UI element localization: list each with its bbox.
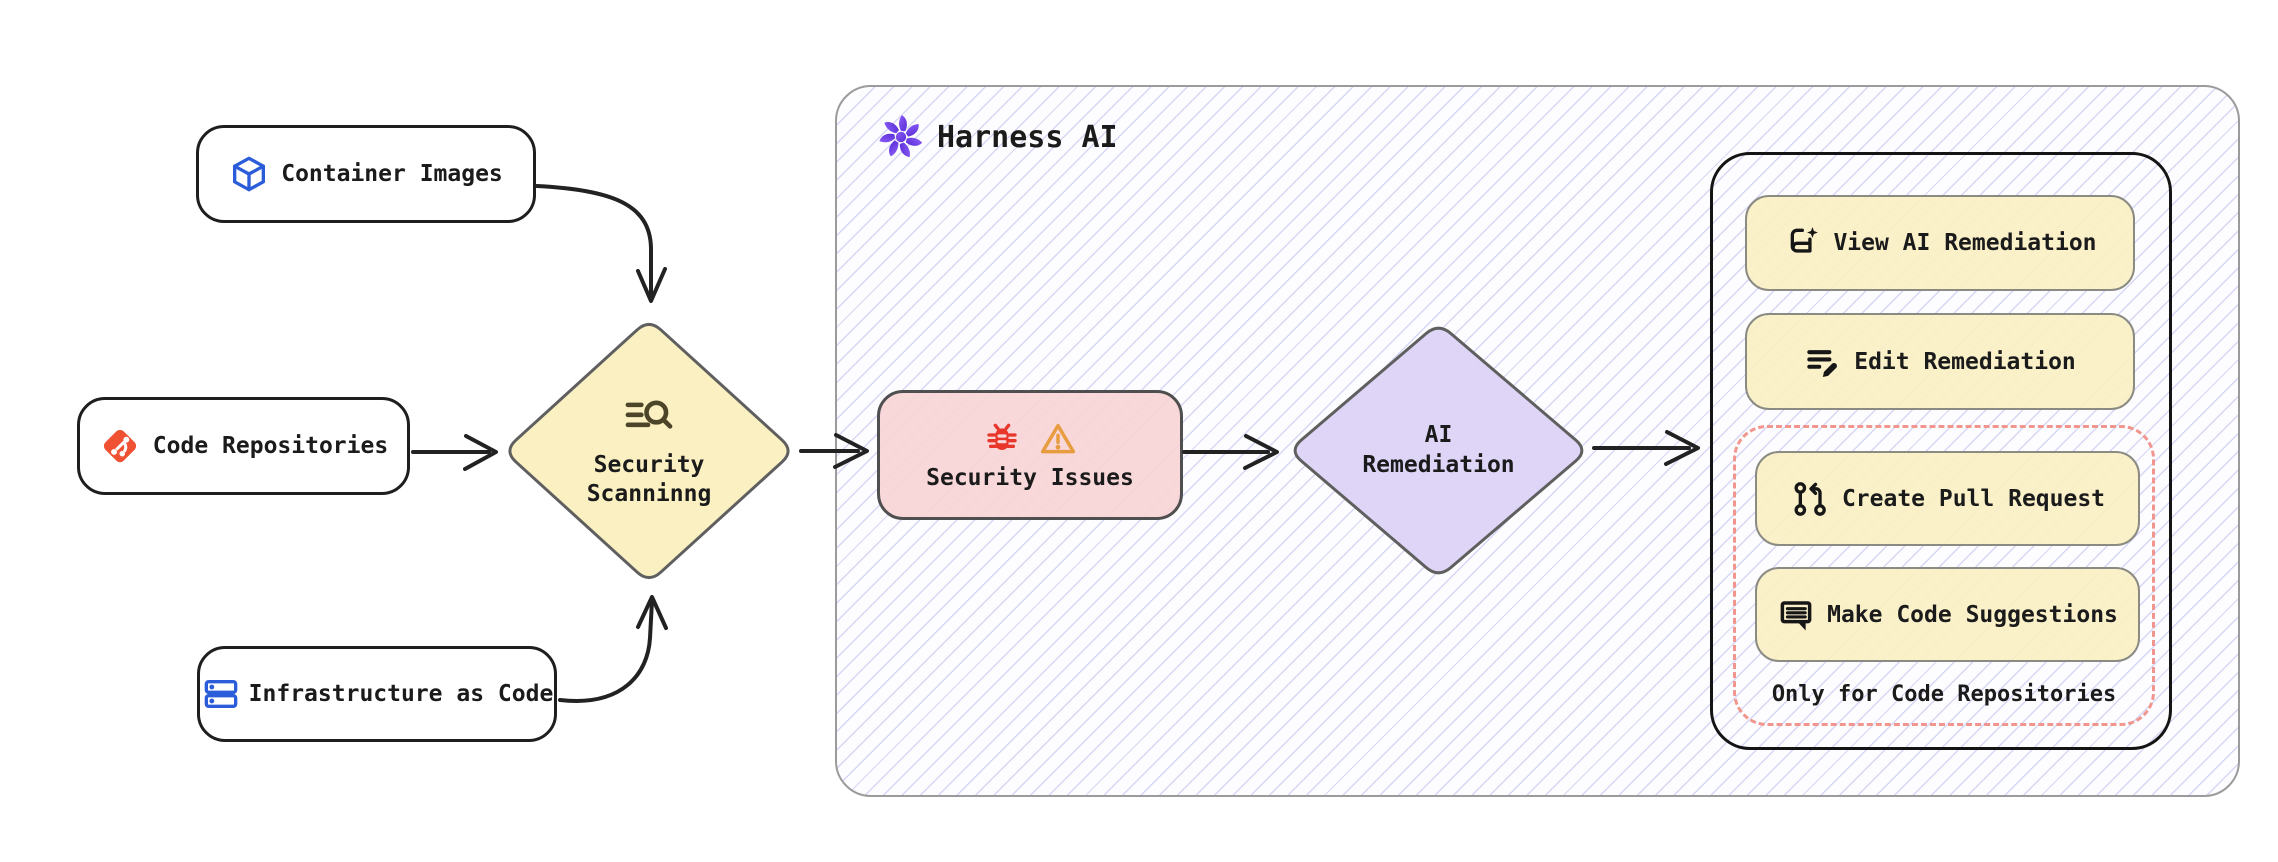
arrowhead-container-images [636, 267, 667, 303]
node-infrastructure-as-code: Infrastructure as Code [197, 646, 557, 742]
code-repo-only-group: Create Pull Request Make Code Suggestion… [1733, 425, 2155, 726]
edit-list-icon [1804, 343, 1842, 381]
harness-ai-header: Harness AI [875, 111, 1118, 163]
edit-remediation-button: Edit Remediation [1745, 313, 2135, 410]
view-ai-remediation-button: View AI Remediation [1745, 195, 2135, 291]
security-issues-icons [982, 419, 1078, 459]
server-stack-icon [201, 674, 241, 714]
pull-request-icon [1790, 479, 1830, 519]
create-pull-request-button: Create Pull Request [1755, 451, 2140, 546]
node-security-scanning: Security Scanninng [500, 315, 798, 587]
infrastructure-as-code-label: Infrastructure as Code [248, 681, 554, 707]
view-ai-remediation-label: View AI Remediation [1833, 230, 2097, 256]
container-images-label: Container Images [281, 161, 503, 187]
bug-icon [982, 419, 1022, 459]
make-code-suggestions-button: Make Code Suggestions [1755, 567, 2140, 662]
git-icon [99, 425, 141, 467]
make-code-suggestions-label: Make Code Suggestions [1827, 601, 2118, 628]
harness-ai-icon [875, 111, 927, 163]
node-ai-remediation: AI Remediation [1285, 319, 1592, 582]
code-repo-only-note: Only for Code Repositories [1771, 682, 2117, 707]
create-pull-request-label: Create Pull Request [1841, 485, 2106, 512]
edit-remediation-label: Edit Remediation [1854, 348, 2076, 375]
arrowhead-code-repositories [463, 434, 498, 471]
arrow-infrastructure-to-scanning [558, 599, 654, 703]
message-lines-icon [1777, 596, 1815, 634]
code-repositories-label: Code Repositories [152, 433, 389, 459]
harness-ai-group: Harness AI [835, 85, 2240, 797]
node-code-repositories: Code Repositories [77, 397, 410, 495]
book-sparkle-icon [1783, 224, 1821, 262]
arrowhead-infrastructure [636, 595, 668, 630]
warning-icon [1038, 419, 1078, 459]
remediation-options-container: View AI Remediation Edit Remediation [1710, 152, 2172, 750]
security-issues-label: Security Issues [926, 465, 1134, 491]
cube-icon [229, 154, 269, 194]
node-container-images: Container Images [196, 125, 536, 223]
harness-ai-title: Harness AI [937, 119, 1118, 155]
node-security-issues: Security Issues [877, 390, 1183, 520]
arrow-container-images-to-scanning [535, 184, 653, 299]
